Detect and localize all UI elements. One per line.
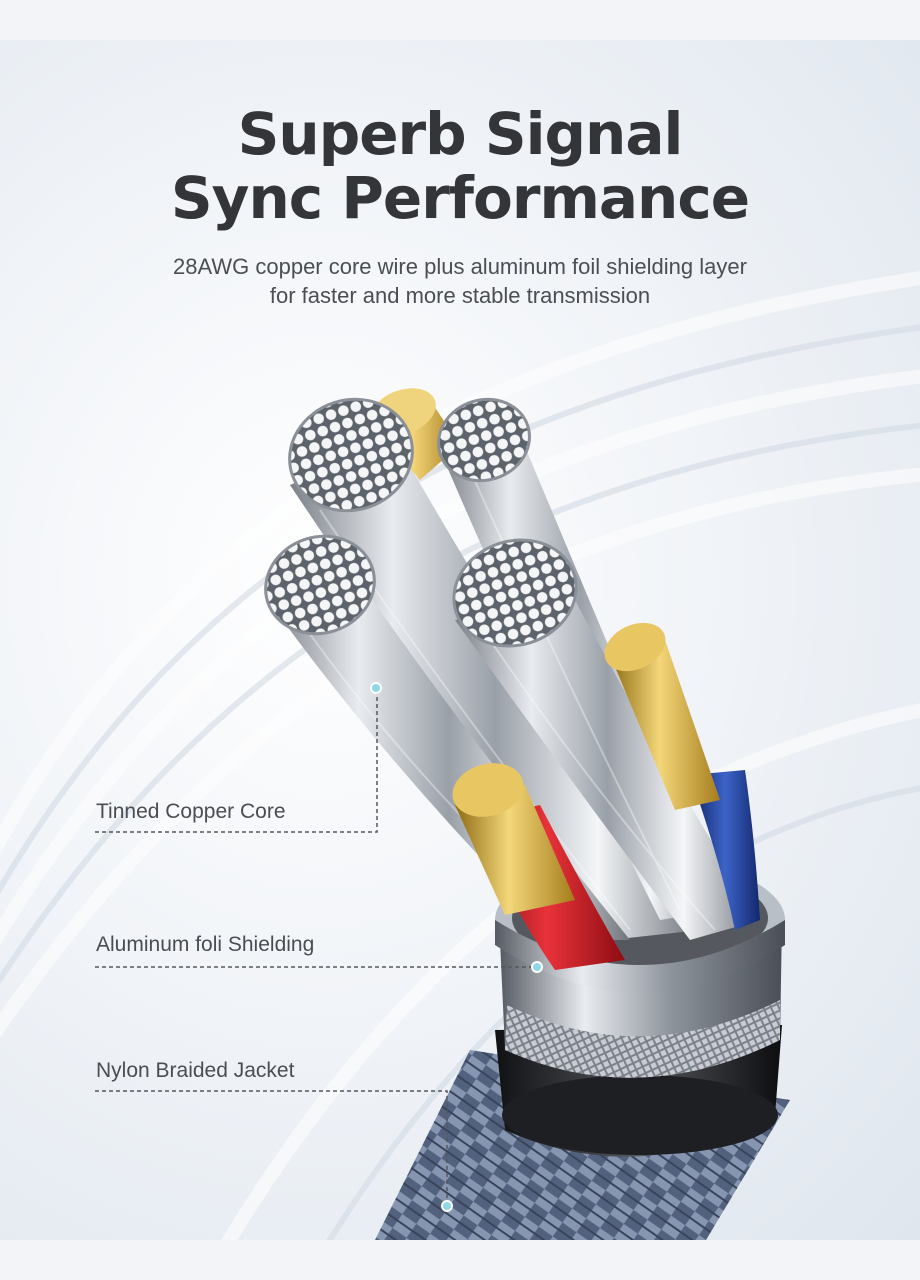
page-title-line-1: Superb Signal: [237, 100, 684, 168]
indicator-dot-foil: [531, 961, 543, 973]
page-subtitle-line-2: for faster and more stable transmission: [269, 283, 651, 308]
callout-label-braided-jacket: Nylon Braided Jacket: [96, 1059, 295, 1082]
strand-end-faces: [264, 397, 578, 648]
page-title-line-2: Sync Performance: [170, 164, 750, 232]
blue-wire: [604, 622, 760, 930]
indicator-dot-copper: [370, 682, 382, 694]
product-panel: Superb Signal Sync Performance 28AWG cop…: [0, 40, 920, 1240]
page-title: Superb Signal Sync Performance: [0, 102, 920, 230]
callout-label-copper-core: Tinned Copper Core: [96, 800, 286, 823]
page-subtitle-line-1: 28AWG copper core wire plus aluminum foi…: [173, 254, 747, 279]
indicator-dot-nylon: [441, 1200, 453, 1212]
cable-illustration: [95, 388, 790, 1240]
callout-label-foil-shielding: Aluminum foli Shielding: [96, 933, 315, 956]
callout-leader-copper: [95, 688, 378, 833]
bottom-margin: [0, 1240, 920, 1280]
red-wire: [452, 763, 625, 970]
page-subtitle: 28AWG copper core wire plus aluminum foi…: [0, 252, 920, 310]
top-margin: [0, 0, 920, 40]
callout-leader-nylon: [95, 1090, 448, 1205]
